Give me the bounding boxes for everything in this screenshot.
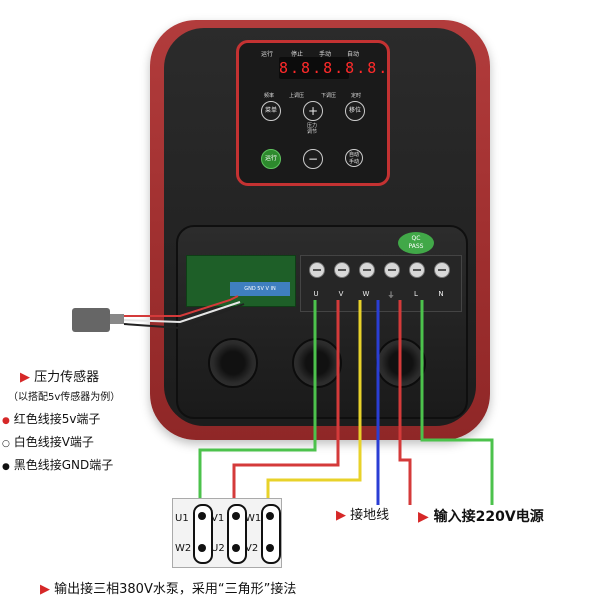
up-button[interactable]: + — [303, 101, 323, 121]
power-terminal-strip: U V W ⏚ L N — [300, 255, 462, 312]
arrow-icon: ▶ — [40, 582, 50, 597]
red-dot-icon: ● — [2, 416, 10, 426]
terminal-label-u: U — [313, 290, 319, 298]
cable-gland — [208, 338, 258, 388]
sensor-plug-pin — [110, 314, 124, 324]
motor-label-w2: W2 — [175, 543, 192, 554]
white-wire-row: ○ 白色线接V端子 — [2, 433, 94, 450]
black-wire-row: ● 黑色线接GND端子 — [2, 456, 113, 473]
label-down-pressure: 下调压 — [321, 93, 337, 99]
motor-pin-column — [193, 504, 213, 564]
terminal-screw — [334, 262, 350, 278]
qc-pass-badge: QC PASS — [398, 232, 434, 254]
motor-label-u2: U2 — [211, 543, 225, 554]
ground-label: 接地线 — [350, 508, 390, 523]
run-button[interactable]: 运行 — [261, 149, 281, 169]
sensor-wire-black — [123, 303, 245, 330]
label-timer: 定时 — [351, 93, 362, 99]
black-dot-icon: ● — [2, 462, 10, 472]
terminal-screw — [434, 262, 450, 278]
shift-button[interactable]: 移位 — [345, 101, 365, 121]
white-wire-label: 白色线接V端子 — [13, 435, 94, 449]
pressure-adjust-label: 压力调节 — [307, 123, 318, 135]
motor-label-u1: U1 — [175, 513, 189, 524]
motor-pin-column — [227, 504, 247, 564]
terminal-label-w: W — [362, 290, 370, 298]
label-frequency: 频率 — [264, 93, 275, 99]
sensor-plug — [72, 308, 110, 332]
sensor-terminal-block: GND 5V V IN — [230, 282, 290, 296]
auto-manual-button[interactable]: 自动 手动 — [345, 149, 363, 167]
wire-v-red — [232, 300, 340, 510]
terminal-screw — [409, 262, 425, 278]
ground-row: ▶ 接地线 — [336, 504, 389, 523]
motor-pin-column — [261, 504, 281, 564]
indicator-manual: 手动 — [319, 51, 332, 58]
black-wire-label: 黑色线接GND端子 — [13, 458, 114, 472]
sensor-note: （以搭配5v传感器为例） — [8, 392, 121, 403]
menu-button[interactable]: 菜单 — [261, 101, 281, 121]
output-row: ▶ 输出接三相380V水泵，采用“三角形”接法 — [40, 578, 296, 597]
pressure-sensor-label: 压力传感器 — [34, 370, 100, 385]
keypad-panel: 运行 停止 手动 自动 8.8.8.8.8. 频率 上调压 下调压 定时 菜单 … — [236, 40, 390, 186]
terminal-label-l: L — [414, 290, 418, 298]
indicator-stop: 停止 — [291, 51, 304, 58]
terminal-screw — [309, 262, 325, 278]
pressure-sensor-heading: ▶ 压力传感器 — [20, 366, 99, 385]
label-up-pressure: 上调压 — [289, 93, 305, 99]
control-pcb — [186, 255, 296, 307]
motor-label-v1: V1 — [211, 513, 225, 524]
motor-label-v2: V2 — [245, 543, 259, 554]
motor-label-w1: W1 — [245, 513, 262, 524]
white-dot-icon: ○ — [2, 439, 10, 449]
terminal-label-n: N — [438, 290, 444, 298]
wire-l-red — [398, 300, 412, 505]
wire-n-green — [420, 300, 494, 505]
output-label: 输出接三相380V水泵，采用“三角形”接法 — [54, 582, 297, 597]
indicator-auto: 自动 — [347, 51, 360, 58]
arrow-icon: ▶ — [20, 370, 30, 385]
motor-terminal-box: U1 V1 W1 W2 U2 V2 — [172, 498, 282, 568]
arrow-icon: ▶ — [418, 509, 429, 525]
wire-w-yellow — [266, 300, 362, 510]
input-row: ▶ 输入接220V电源 — [418, 506, 544, 526]
red-wire-row: ● 红色线接5v端子 — [2, 410, 100, 427]
wire-u-green — [198, 300, 317, 510]
sensor-wire-white — [123, 301, 241, 324]
terminal-screw — [359, 262, 375, 278]
red-wire-label: 红色线接5v端子 — [13, 412, 101, 426]
terminal-label-ground: ⏚ — [387, 291, 395, 299]
terminal-screw — [384, 262, 400, 278]
sensor-wire-red — [124, 295, 239, 317]
input-label: 输入接220V电源 — [433, 509, 544, 525]
cable-gland — [292, 338, 342, 388]
terminal-label-v: V — [338, 290, 344, 298]
down-button[interactable]: − — [303, 149, 323, 169]
indicator-run: 运行 — [261, 51, 274, 58]
arrow-icon: ▶ — [336, 508, 346, 523]
